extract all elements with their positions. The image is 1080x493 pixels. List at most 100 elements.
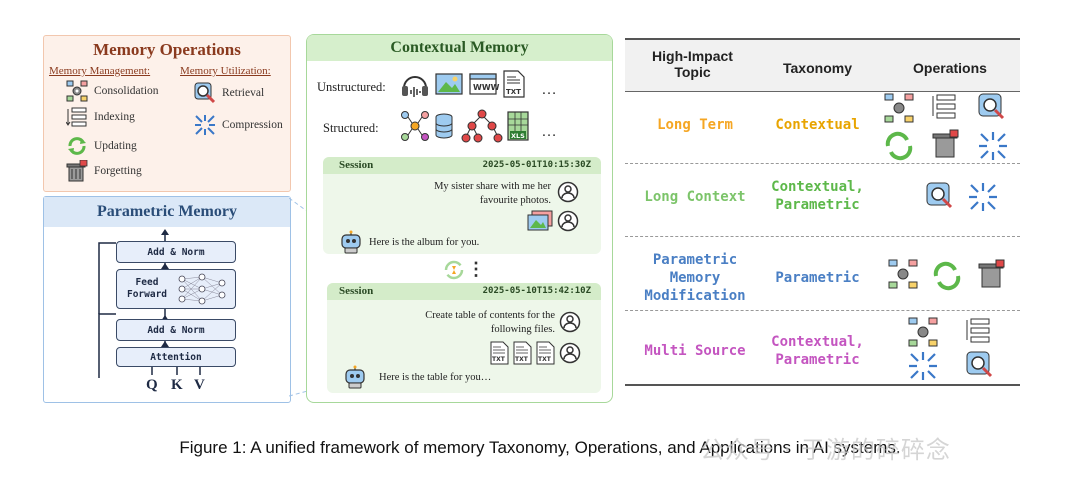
row-3-taxonomy: Parametric <box>775 270 860 286</box>
txt-file-icon: TXT <box>503 70 525 98</box>
database-icon <box>435 113 453 139</box>
retrieval-icon <box>926 182 953 209</box>
row-separator <box>625 310 1020 311</box>
feed-forward-line-2: Forward <box>126 289 168 300</box>
row-2-operations <box>926 182 997 211</box>
user-avatar-icon <box>559 311 581 333</box>
consolidation-icon <box>908 317 938 347</box>
op-forgetting-label: Forgetting <box>94 165 142 177</box>
session-2-header <box>327 283 601 300</box>
row-1-topic: Long Term <box>657 117 733 133</box>
unstructured-ellipsis: … <box>541 81 558 98</box>
session-card-2: Session 2025-05-10T15:42:10Z Create tabl… <box>327 283 601 393</box>
updating-icon <box>68 137 86 155</box>
contextual-memory-panel: Contextual Memory Unstructured: WWW TXT … <box>306 34 613 403</box>
row-4-operations <box>908 317 993 380</box>
compression-icon <box>969 183 997 211</box>
watermark: 公众号 · 于游的碎碎念 <box>700 436 951 464</box>
updating-icon <box>933 261 961 291</box>
op-updating: Updating <box>66 135 137 157</box>
consolidation-icon <box>884 93 914 123</box>
attention-block: Attention <box>116 347 236 367</box>
session-1-bot-message: Here is the album for you. <box>369 237 480 248</box>
header-topic-line-2: Topic <box>674 64 711 80</box>
parametric-memory-panel: Parametric Memory Add & Norm Feed Forwar… <box>43 196 291 403</box>
row-4-topic: Multi Source <box>644 343 746 359</box>
memory-utilization-label: Memory Utilization: <box>180 65 271 77</box>
xls-file-icon: XLS <box>507 111 529 141</box>
row-1-operations <box>884 93 1007 161</box>
structured-ellipsis: … <box>541 123 558 140</box>
memory-management-label: Memory Management: <box>49 65 151 77</box>
svg-text:TXT: TXT <box>538 356 552 363</box>
compression-icon <box>909 352 937 380</box>
feed-forward-block: Feed Forward <box>116 269 236 309</box>
op-indexing: Indexing <box>66 106 135 128</box>
structured-icons: XLS <box>401 109 529 143</box>
retrieval-icon <box>194 82 216 104</box>
row-2-topic: Long Context <box>644 189 746 205</box>
op-retrieval: Retrieval <box>194 82 264 104</box>
session-2-user-message: Create table of contents for the followi… <box>355 309 555 337</box>
unstructured-icons: WWW TXT <box>402 70 525 98</box>
trash-icon <box>978 259 1005 288</box>
row-4-taxonomy: Contextual, Parametric <box>765 333 870 369</box>
compression-icon <box>979 132 1007 160</box>
session-1-user-message: My sister share with me her favourite ph… <box>351 180 551 208</box>
unstructured-label: Unstructured: <box>317 80 386 94</box>
knowledge-graph-icon <box>401 111 429 141</box>
vertical-ellipsis: ⋮ <box>467 259 485 279</box>
session-card-1: Session 2025-05-01T10:15:30Z My sister s… <box>323 157 601 254</box>
consolidation-icon <box>888 259 918 289</box>
user-avatar-icon <box>559 342 581 364</box>
session-1-user-line-1: My sister share with me her <box>434 181 551 192</box>
neural-network-icon <box>178 273 226 305</box>
memory-operations-title: Memory Operations <box>93 40 241 59</box>
consolidation-icon <box>66 80 88 102</box>
memory-operations-panel: Memory Operations Memory Management: Mem… <box>43 35 291 192</box>
session-2-user-line-2: following files. <box>490 324 555 335</box>
parametric-memory-title: Parametric Memory <box>44 197 290 227</box>
add-norm-bottom-block: Add & Norm <box>116 319 236 341</box>
svg-text:TXT: TXT <box>515 356 529 363</box>
q-input: Q <box>146 377 158 393</box>
refresh-icon <box>444 260 464 280</box>
session-1-title: Session <box>339 159 374 171</box>
table-bottom-rule <box>625 384 1020 386</box>
contextual-memory-title: Contextual Memory <box>307 35 612 61</box>
compression-icon <box>195 115 215 135</box>
op-consolidation: Consolidation <box>66 80 159 102</box>
header-topic: High-Impact Topic <box>625 48 760 80</box>
row-3-topic-line-1: Parametric <box>652 252 738 268</box>
k-input: K <box>171 377 183 393</box>
row-separator <box>625 163 1020 164</box>
indexing-icon <box>66 107 87 127</box>
table-header <box>625 38 1020 92</box>
row-3-topic-line-2: Memory <box>669 270 721 286</box>
svg-text:TXT: TXT <box>506 88 521 96</box>
add-norm-top-block: Add & Norm <box>116 241 236 263</box>
headphones-icon <box>402 76 428 97</box>
row-2-taxonomy: Contextual, Parametric <box>765 178 870 214</box>
header-topic-line-1: High-Impact <box>652 48 733 64</box>
image-icon <box>435 73 463 95</box>
session-1-timestamp: 2025-05-01T10:15:30Z <box>482 160 591 170</box>
trash-icon <box>66 160 88 182</box>
user-avatar-icon <box>557 181 579 203</box>
row-4-taxonomy-line-2: Parametric <box>775 352 860 368</box>
row-2-taxonomy-line-1: Contextual, <box>771 179 864 195</box>
header-taxonomy: Taxonomy <box>783 60 852 76</box>
structured-label: Structured: <box>323 121 379 135</box>
row-3-operations <box>888 259 1005 291</box>
photos-icon <box>527 210 553 231</box>
robot-icon <box>341 230 361 254</box>
retrieval-icon <box>966 351 993 378</box>
op-indexing-label: Indexing <box>94 111 135 123</box>
feed-forward-line-1: Feed <box>135 277 159 288</box>
row-2-taxonomy-line-2: Parametric <box>775 197 860 213</box>
svg-text:XLS: XLS <box>511 132 525 140</box>
op-consolidation-label: Consolidation <box>94 85 159 97</box>
session-1-header <box>323 157 601 174</box>
indexing-icon <box>932 94 956 119</box>
impact-table: High-Impact Topic Taxonomy Operations Lo… <box>625 38 1020 386</box>
